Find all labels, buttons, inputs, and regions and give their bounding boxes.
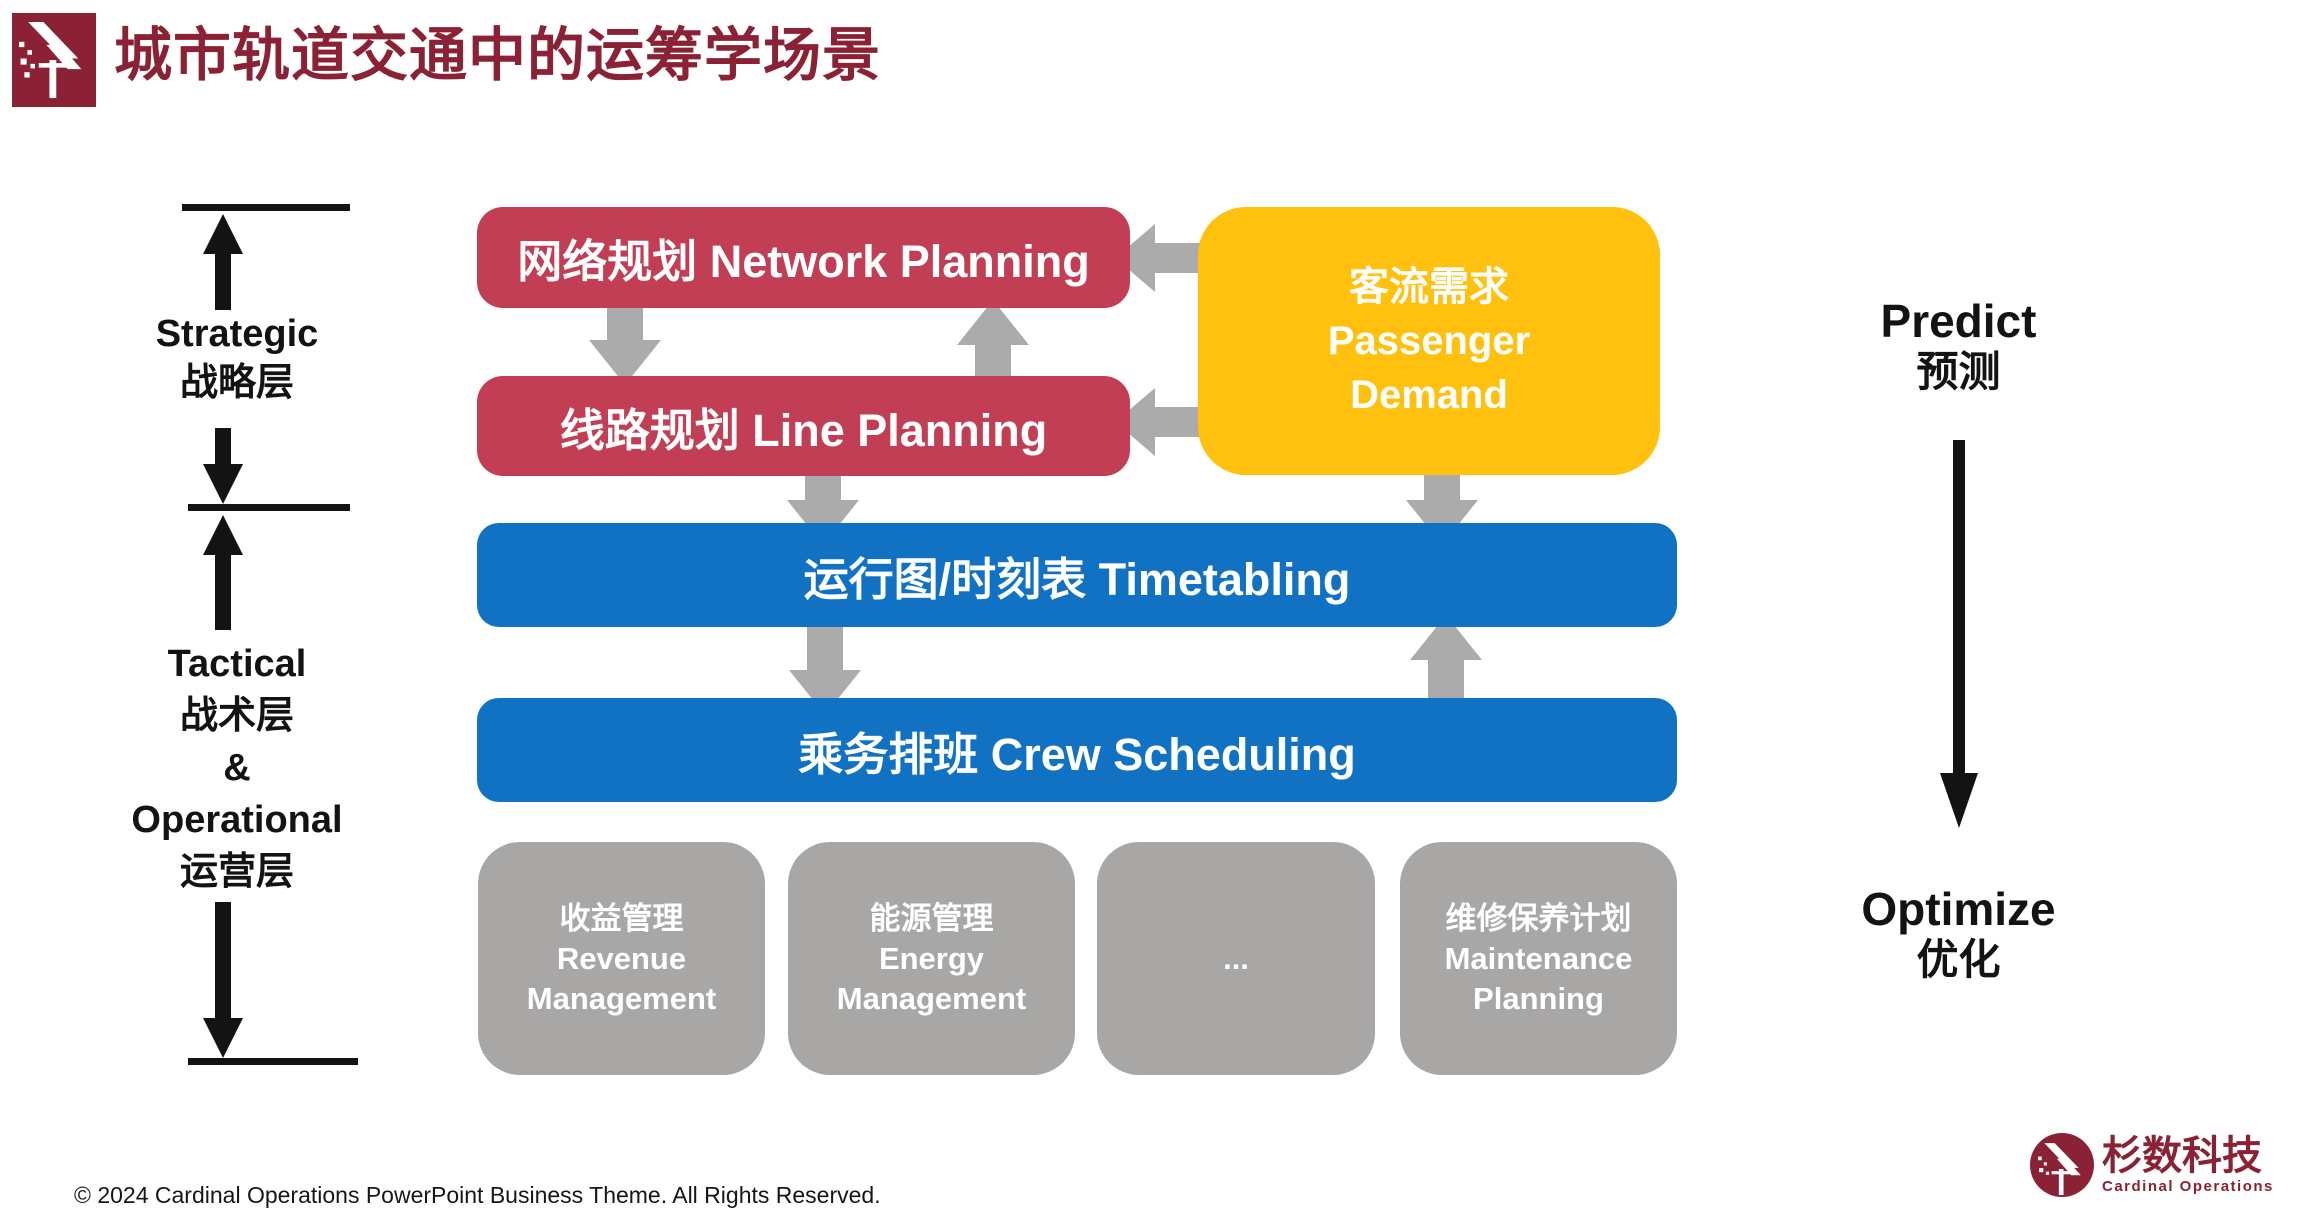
timetabling-label: 运行图/时刻表 Timetabling <box>803 553 1351 605</box>
strategic-zh: 战略层 <box>179 362 294 404</box>
revenue-line: Revenue <box>556 940 687 976</box>
company-logo-mark <box>12 13 96 107</box>
tactical-line: 运营层 <box>179 851 294 893</box>
arrow-network-to-line <box>589 303 661 385</box>
line-planning-box: 线路规划 Line Planning <box>477 376 1130 476</box>
predict-zh: 预测 <box>1916 348 2001 395</box>
predict-en: Predict <box>1880 295 2037 347</box>
energy-line: 能源管理 <box>869 900 994 936</box>
fir-tree-icon <box>19 22 82 99</box>
crew-scheduling-box: 乘务排班 Crew Scheduling <box>477 698 1677 802</box>
fir-tree-icon <box>2038 1143 2081 1196</box>
optimize-en: Optimize <box>1861 883 2056 935</box>
brand-name-en: Cardinal Operations <box>2102 1178 2274 1195</box>
tactical-line: Tactical <box>167 643 307 685</box>
maintenance-line: Maintenance <box>1444 940 1633 976</box>
tactical-line: 战术层 <box>179 695 294 737</box>
network-planning-box: 网络规划 Network Planning <box>477 207 1130 308</box>
tactical-down-arrow <box>203 902 243 1058</box>
predict-label: Predict 预测 <box>1836 296 2081 398</box>
brand-text: 杉数科技 Cardinal Operations <box>2102 1134 2274 1195</box>
tactical-bottom-line <box>188 1058 358 1065</box>
maintenance-line: 维修保养计划 <box>1445 900 1632 936</box>
tactical-line: & <box>223 747 251 789</box>
strategic-level-label: Strategic 战略层 <box>117 310 357 408</box>
strategic-en: Strategic <box>155 313 319 355</box>
tactical-up-arrow <box>203 515 243 630</box>
brand-circle-mark <box>2030 1133 2094 1197</box>
maintenance-line: Planning <box>1473 980 1604 1016</box>
optimize-zh: 优化 <box>1916 936 2001 983</box>
more-scenarios-box: ... <box>1097 842 1375 1075</box>
strategic-top-line <box>182 204 350 211</box>
energy-line: Energy <box>878 940 985 976</box>
line-planning-label: 线路规划 Line Planning <box>559 404 1048 456</box>
revenue-line: Management <box>526 980 717 1016</box>
optimize-label: Optimize 优化 <box>1836 884 2081 986</box>
passenger-demand-line: Demand <box>1350 373 1508 417</box>
energy-line: Management <box>836 980 1027 1016</box>
revenue-line: 收益管理 <box>559 900 684 936</box>
more-scenarios-label: ... <box>1223 940 1249 976</box>
energy-management-box: 能源管理 Energy Management <box>788 842 1075 1075</box>
level-divider-line <box>188 504 350 511</box>
passenger-demand-line: 客流需求 <box>1349 265 1509 309</box>
strategic-up-arrow <box>203 214 243 310</box>
crew-scheduling-label: 乘务排班 Crew Scheduling <box>798 728 1356 780</box>
tactical-operational-level-label: Tactical 战术层 & Operational 运营层 <box>107 638 367 898</box>
page-title: 城市轨道交通中的运筹学场景 <box>114 23 882 88</box>
copyright-text: © 2024 Cardinal Operations PowerPoint Bu… <box>74 1182 881 1208</box>
revenue-management-box: 收益管理 Revenue Management <box>478 842 765 1075</box>
arrow-predict-to-optimize <box>1940 440 1978 828</box>
arrow-line-to-network <box>957 300 1029 388</box>
maintenance-planning-box: 维修保养计划 Maintenance Planning <box>1400 842 1677 1075</box>
tactical-line: Operational <box>131 799 343 841</box>
strategic-down-arrow <box>203 428 243 504</box>
timetabling-box: 运行图/时刻表 Timetabling <box>477 523 1677 627</box>
brand-name-zh: 杉数科技 <box>2102 1134 2262 1178</box>
network-planning-label: 网络规划 Network Planning <box>517 236 1090 287</box>
passenger-demand-box: 客流需求 Passenger Demand <box>1198 207 1660 475</box>
arrow-crew-to-timetabling <box>1410 615 1482 710</box>
passenger-demand-line: Passenger <box>1327 319 1531 363</box>
